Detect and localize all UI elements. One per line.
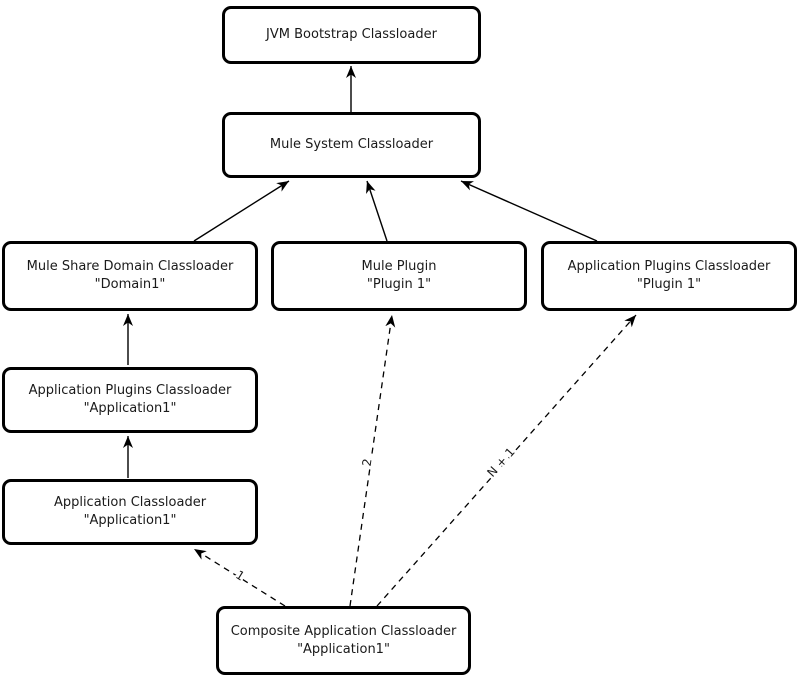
node-title: Mule System Classloader: [269, 137, 434, 153]
node-application-classloader: Application Classloader "Application1": [2, 479, 258, 545]
edge-app-plugins-plugin1-to-mule-system: [460, 180, 598, 242]
node-title: Application Classloader: [53, 495, 207, 511]
node-subtitle: "Domain1": [94, 277, 166, 292]
node-subtitle: "Application1": [83, 401, 177, 416]
node-mule-share-domain-classloader: Mule Share Domain Classloader "Domain1": [2, 241, 258, 311]
node-mule-system-classloader: Mule System Classloader: [222, 112, 481, 178]
edge-composite-to-app-classloader: [193, 548, 286, 607]
node-subtitle: "Plugin 1": [366, 277, 432, 292]
node-subtitle: "Application1": [83, 513, 177, 528]
node-title: Mule Share Domain Classloader: [26, 259, 234, 275]
node-title: Application Plugins Classloader: [567, 259, 771, 275]
edge-composite-to-mule-plugin: [349, 314, 396, 607]
node-title: JVM Bootstrap Classloader: [266, 27, 437, 43]
node-subtitle: "Plugin 1": [636, 277, 702, 292]
node-application-plugins-classloader-application1: Application Plugins Classloader "Applica…: [2, 367, 258, 433]
edge-composite-to-app-plugins-plugin1: [376, 314, 637, 607]
edge-label-to-mule-plugin: 2: [360, 458, 375, 468]
edge-share-domain-to-mule-system: [193, 180, 290, 242]
node-jvm-bootstrap-classloader: JVM Bootstrap Classloader: [222, 6, 481, 64]
node-application-plugins-classloader-plugin1: Application Plugins Classloader "Plugin …: [541, 241, 797, 311]
node-title: Mule Plugin: [361, 259, 437, 275]
edge-label-to-app-plugins-plugin1: N + 1: [484, 445, 517, 480]
node-composite-application-classloader: Composite Application Classloader "Appli…: [216, 606, 471, 675]
node-title: Composite Application Classloader: [230, 623, 457, 639]
node-mule-plugin: Mule Plugin "Plugin 1": [271, 241, 527, 311]
node-title: Application Plugins Classloader: [28, 383, 232, 399]
node-subtitle: "Application1": [297, 641, 390, 657]
edge-mule-plugin-to-mule-system: [366, 180, 388, 242]
